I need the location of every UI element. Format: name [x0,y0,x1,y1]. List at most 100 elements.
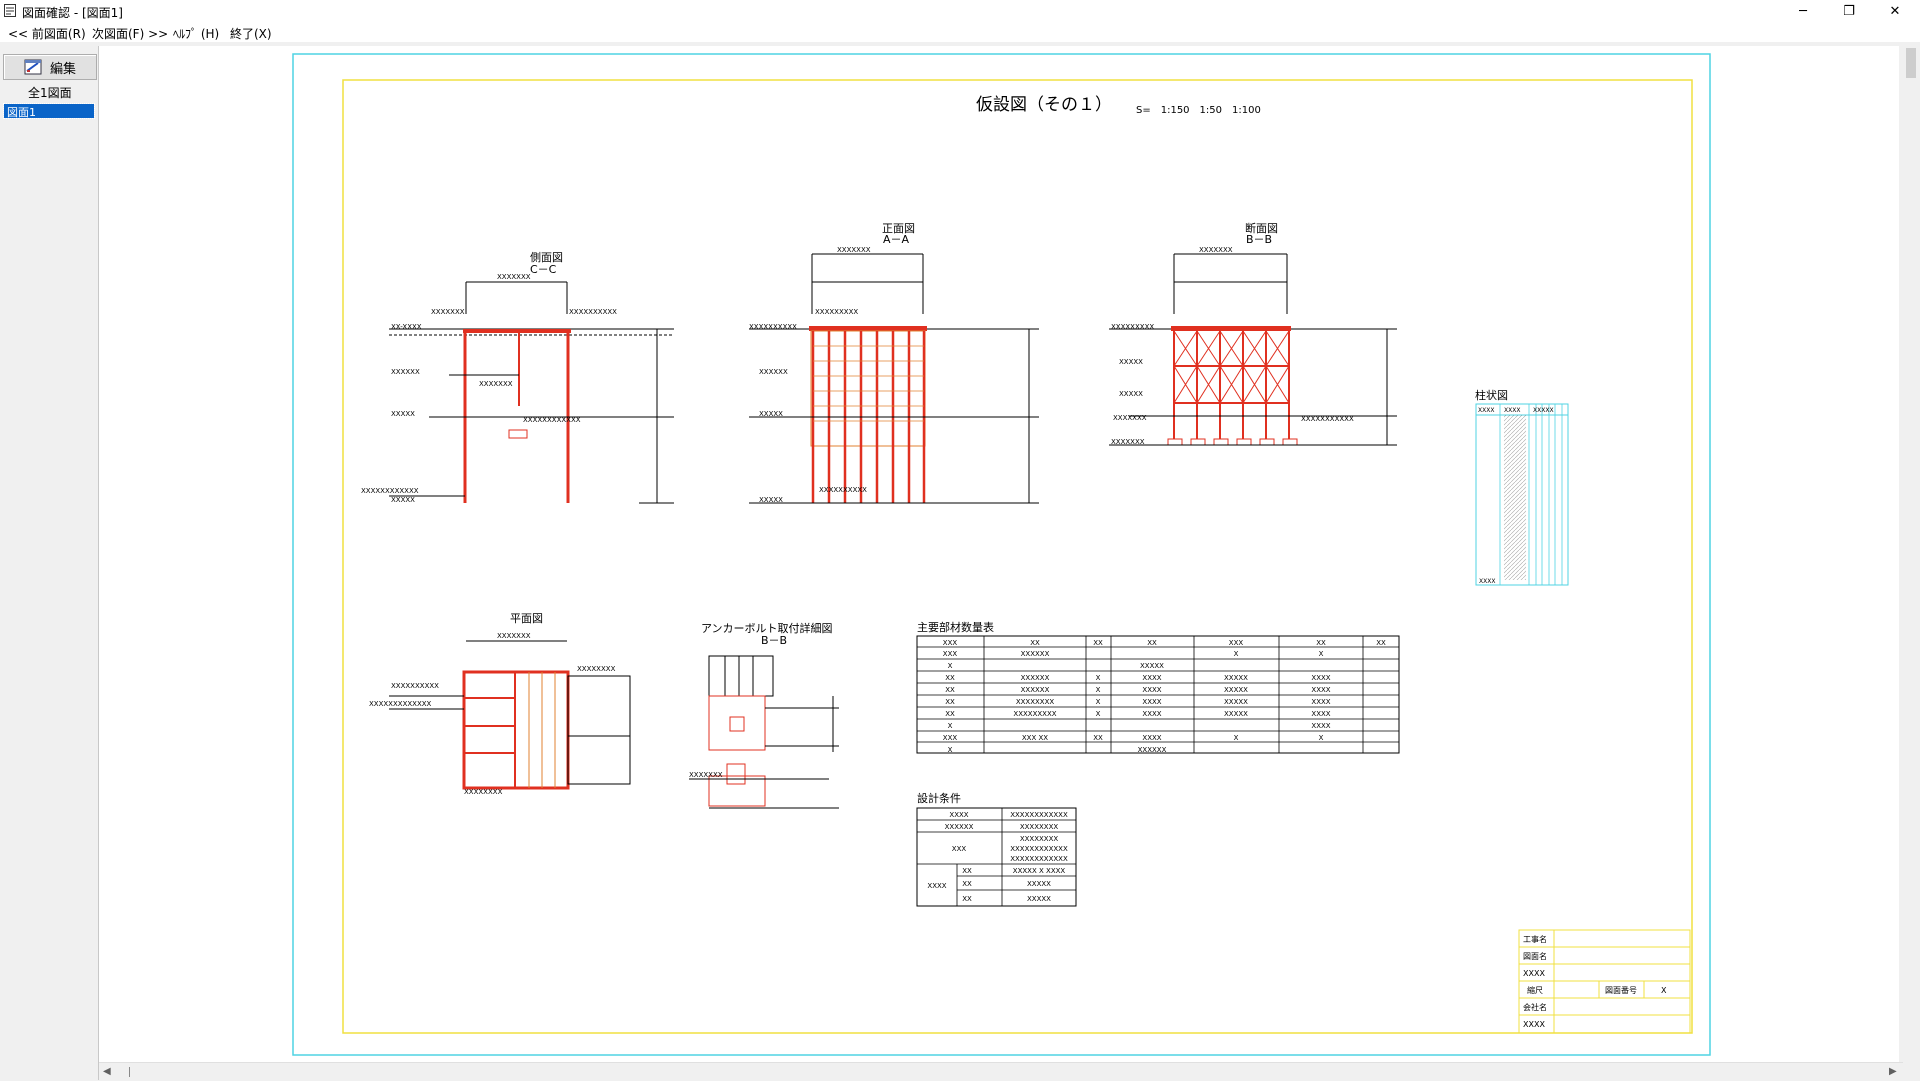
quantity-table-cell: XXX [943,650,958,658]
quantity-table-cell: XX [945,710,955,718]
svg-text:XXXXXXXXXX: XXXXXXXXXX [819,486,867,494]
svg-text:XXXXXXX: XXXXXXX [1111,438,1145,446]
column-diagram-title: 柱状図 [1475,388,1508,402]
menu-next-drawing[interactable]: 次図面(F) >> [92,27,169,41]
quantity-table-cell: X [948,662,953,670]
quantity-table-cell: X [1096,674,1101,682]
svg-text:XXXX: XXXX [1479,578,1495,585]
svg-text:XXXXXXXX: XXXXXXXX [1020,835,1059,843]
drawing-canvas[interactable]: 仮設図（その１） S= 1:150 1:50 1:100 側面図 C－C XXX… [99,46,1899,1062]
anchor-detail-title: アンカーボルト取付詳細図 [701,621,833,635]
quantity-table-cell: XXXXX [1224,698,1248,706]
quantity-table-cell: XXXXXXXXX [1013,710,1056,718]
svg-text:XXXXXXXXXX: XXXXXXXXXX [749,323,797,331]
close-button[interactable]: ✕ [1872,0,1918,22]
svg-text:XXXXXXX: XXXXXXX [431,308,465,316]
quantity-table-cell: XXXX [1142,710,1161,718]
menu-exit[interactable]: 終了(X) [230,27,272,41]
section-view: 断面図 B－B XXXXXXXXX XXXX [1109,221,1397,446]
svg-text:XXXXXXXXXXXX: XXXXXXXXXXXX [523,416,581,424]
quantity-table-cell: XXXX [1311,686,1330,694]
sheet-border [292,53,1711,1056]
svg-text:XXXXXXX: XXXXXXX [689,771,723,779]
title-block-project: 工事名 [1523,934,1547,944]
svg-text:XX: XX [962,880,972,888]
svg-text:XXXXXXXXXXXX: XXXXXXXXXXXX [1010,811,1068,819]
svg-text:XXXXX: XXXXX [1027,880,1051,888]
quantity-table-cell: X [1319,650,1324,658]
svg-text:XXX: XXX [952,845,967,853]
window-title: 図面確認 - [図面1] [22,6,123,20]
quantity-table-cell: XX [945,698,955,706]
side-view: 側面図 C－C XXXXXXX XX-XXXX XXXXXX XXXXX XXX… [361,251,674,504]
drawing-scale: S= 1:150 1:50 1:100 [1136,105,1261,116]
svg-text:XXXXX: XXXXX [391,410,415,418]
scroll-left-icon[interactable]: ◀ [103,1066,111,1077]
vertical-scrollbar[interactable] [1903,42,1920,1062]
svg-text:XXXXX: XXXXX [1027,895,1051,903]
section-view-title: 断面図 [1245,221,1278,235]
minimize-button[interactable]: ─ [1780,0,1826,22]
drawing-frame [342,79,1693,1034]
svg-text:XXXXX: XXXXX [759,410,783,418]
front-view: 正面図 A－A XXXXXXXXXX XXXXXX XXXXX X [749,222,1039,504]
title-block-company: 会社名 [1523,1002,1547,1012]
svg-text:XXXXX: XXXXX [1533,407,1554,414]
quantity-table-cell: XXX XX [1022,734,1048,742]
title-block: 工事名 図面名 XXXX 縮尺 会社名 XXXX 図面番号 X [1518,929,1691,1034]
drawing-sheet: 仮設図（その１） S= 1:150 1:50 1:100 側面図 C－C XXX… [292,53,1711,1056]
title-block-drawing-name: 図面名 [1523,951,1547,961]
svg-text:XXXXXXX: XXXXXXX [837,246,871,254]
quantity-table-cell: X [948,722,953,730]
svg-text:XXXXXXX: XXXXXXX [1199,246,1233,254]
quantity-table-cell: XXXXX [1224,710,1248,718]
quantity-table-header: XXX [1229,639,1244,647]
side-view-title: 側面図 [530,251,563,264]
column-diagram: 柱状図 XXXX XXXX XXXXX XXXX [1475,388,1569,586]
plan-view: 平面図 XXXXXXX XXXXXXXXXX XXXXXXXXXXXXX XXX… [369,612,631,796]
horizontal-scrollbar[interactable]: ◀ ▶ [99,1062,1903,1081]
edit-button-label: 編集 [49,61,76,77]
scroll-right-icon[interactable]: ▶ [1889,1066,1897,1077]
quantity-table-cell: X [1234,650,1239,658]
plan-view-title: 平面図 [510,612,543,625]
title-block-row6: XXXX [1523,1020,1545,1029]
svg-text:XXXXX X XXXX: XXXXX X XXXX [1013,867,1066,875]
quantity-table-cell: XX [945,674,955,682]
svg-text:XXXX: XXXX [927,882,946,890]
menu-help[interactable]: ﾍﾙﾌﾟ (H) [173,27,220,41]
edit-button[interactable]: 編集 [3,54,97,80]
quantity-table-cell: X [1234,734,1239,742]
svg-text:XXXXXXXXXXX: XXXXXXXXXXX [1301,415,1354,423]
svg-text:XXXXXXXXX: XXXXXXXXX [815,308,858,316]
vertical-scroll-thumb[interactable] [1906,48,1916,78]
quantity-table-title: 主要部材数量表 [917,620,994,634]
front-view-title: 正面図 [882,222,915,235]
quantity-table-cell: XXXXX [1140,662,1164,670]
svg-text:XXXXXXXX: XXXXXXXX [464,788,503,796]
svg-text:XXXXXXX: XXXXXXX [497,632,531,640]
horizontal-scroll-thumb[interactable] [129,1067,1870,1077]
quantity-table-cell: XXXXXXXX [1016,698,1055,706]
svg-text:XXXXXXXXXXXX: XXXXXXXXXXXX [1010,845,1068,853]
menu-prev-drawing[interactable]: << 前図面(R) [8,27,86,41]
title-block-drawing-no-label: 図面番号 [1605,985,1637,995]
quantity-table-cell: XXXXX [1224,674,1248,682]
scroll-corner [1903,1062,1920,1080]
close-icon: ✕ [1889,3,1901,19]
quantity-table-cell: X [1319,734,1324,742]
quantity-table-cell: XXXX [1142,686,1161,694]
svg-text:XX: XX [962,895,972,903]
quantity-table-cell: XXXX [1142,734,1161,742]
quantity-table-header: XX [1030,639,1040,647]
restore-button[interactable]: ❐ [1826,0,1872,22]
section-view-subtitle: B－B [1246,233,1272,246]
svg-text:XXXXXXXXXXXXX: XXXXXXXXXXXXX [369,700,432,708]
svg-text:XXXXX: XXXXX [1119,390,1143,398]
svg-text:XXXXXX: XXXXXX [391,368,420,376]
drawing-list-item[interactable]: 図面1 [3,103,95,119]
quantity-table-cell: XXXXXX [1138,746,1167,754]
svg-text:XXXXXXXX: XXXXXXXX [1020,823,1059,831]
